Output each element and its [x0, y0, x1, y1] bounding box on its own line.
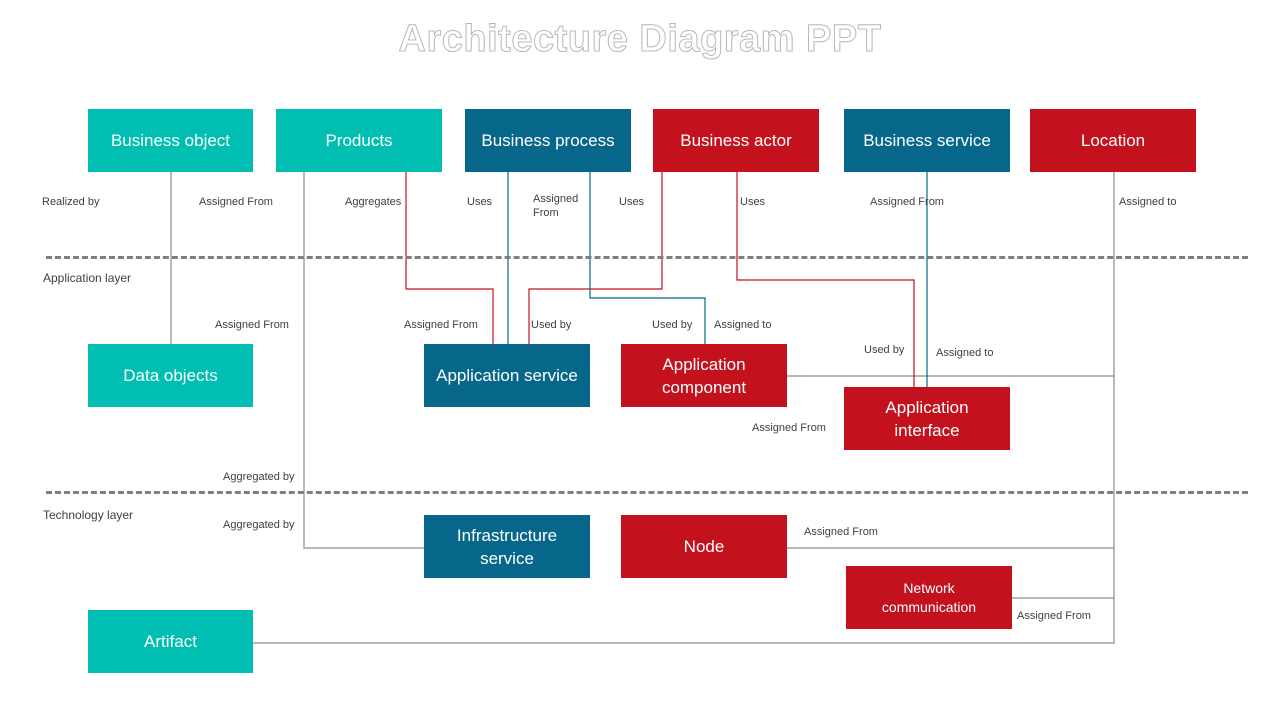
relation-label: Assigned From	[404, 319, 478, 331]
relation-label: Assigned From	[870, 196, 944, 208]
relation-label: Assigned From	[215, 319, 289, 331]
relation-label: Assigned From	[752, 422, 826, 434]
connector-business-process-app-component	[589, 172, 706, 344]
node-data-objects: Data objects	[88, 344, 253, 407]
node-infrastructure-service: Infrastructure service	[424, 515, 590, 578]
relation-label: Uses	[740, 196, 766, 208]
relation-label: Uses	[619, 196, 645, 208]
connector-location-artifact	[253, 598, 1115, 644]
relation-label: Assigned From	[199, 196, 273, 208]
relation-label: Assigned From	[1017, 610, 1091, 622]
node-business-process: Business process	[465, 109, 631, 172]
relation-label: Used by	[531, 319, 572, 331]
application-layer-label: Application layer	[43, 271, 132, 285]
connector-products-infrastructure	[303, 172, 424, 549]
relation-label: Aggregated by	[223, 519, 295, 531]
relation-label: Used by	[652, 319, 693, 331]
node-business-object: Business object	[88, 109, 253, 172]
node-business-actor: Business actor	[653, 109, 819, 172]
relation-label: Aggregated by	[223, 471, 295, 483]
node-artifact: Artifact	[88, 610, 253, 673]
application-layer-divider	[46, 256, 1248, 259]
node-business-service: Business service	[844, 109, 1010, 172]
node-products: Products	[276, 109, 442, 172]
relation-label: Assigned to	[936, 347, 994, 359]
node-node: Node	[621, 515, 787, 578]
diagram-title: Architecture Diagram PPT	[398, 18, 882, 61]
relation-label: Assigned From	[804, 526, 878, 538]
node-application-component: Application component	[621, 344, 787, 407]
relation-label: Aggregates	[345, 196, 402, 208]
relation-label: Assigned From	[533, 193, 579, 219]
technology-layer-label: Technology layer	[43, 508, 134, 522]
technology-layer-divider	[46, 491, 1248, 494]
relation-label: Assigned to	[1119, 196, 1177, 208]
node-network-communication: Network communication	[846, 566, 1012, 629]
connector-business-actor-app-service	[528, 172, 663, 344]
relation-label: Used by	[864, 344, 905, 356]
connector-business-actor-app-interface	[736, 172, 915, 387]
connector-products-app-service	[405, 172, 494, 344]
node-location: Location	[1030, 109, 1196, 172]
connector-location-network	[1012, 548, 1115, 599]
relation-label: Realized by	[42, 196, 100, 208]
relation-label: Uses	[467, 196, 493, 208]
node-application-service: Application service	[424, 344, 590, 407]
relation-label: Assigned to	[714, 319, 772, 331]
node-application-interface: Application interface	[844, 387, 1010, 450]
